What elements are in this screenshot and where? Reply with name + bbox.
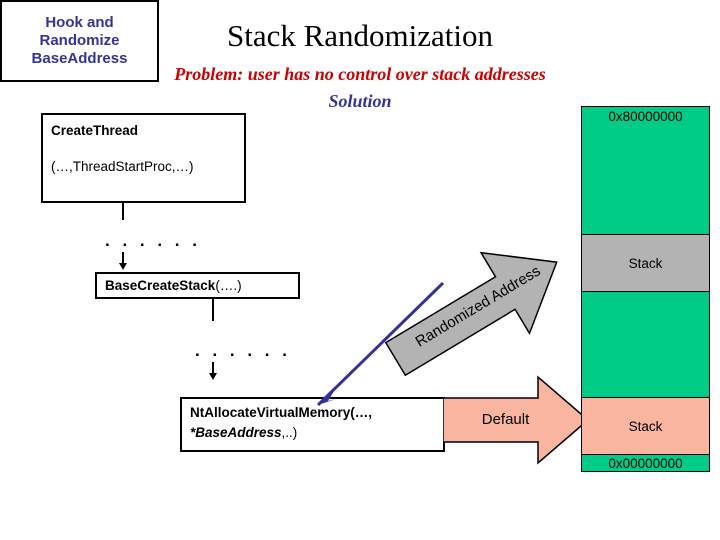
arrow-randomized-address: Randomized Address — [380, 235, 575, 385]
box-hook-randomize-base-address[interactable]: Hook and Randomize BaseAddress — [0, 0, 159, 82]
connector-stem-1 — [122, 203, 124, 220]
hook-line-3: BaseAddress — [31, 50, 128, 68]
memory-segment-stack-randomized: Stack — [582, 234, 709, 292]
hook-line-1: Hook and — [45, 13, 114, 31]
nt-allocate-args-tail: ,..) — [281, 425, 298, 441]
arrow-randomized-shape — [384, 251, 558, 377]
box-base-create-stack[interactable]: BaseCreateStack(….) — [95, 272, 300, 299]
connector-stem-2 — [122, 252, 124, 264]
page-title: Stack Randomization — [226, 18, 494, 53]
ellipsis-1: . . . . . . — [105, 231, 201, 250]
base-create-stack-args: (….) — [215, 278, 242, 293]
arrowhead-down-1 — [119, 263, 127, 270]
arrow-default-label: Default — [481, 411, 530, 428]
memory-segment-free-bottom: 0x00000000 — [582, 455, 709, 471]
create-thread-name: CreateThread — [51, 123, 139, 138]
base-create-stack-name: BaseCreateStack — [105, 278, 216, 293]
box-create-thread[interactable]: CreateThread (…,ThreadStartProc,…) — [41, 113, 246, 203]
memory-segment-free-top: 0x80000000 — [582, 107, 709, 234]
problem-statement: Problem: user has no control over stack … — [174, 64, 546, 84]
arrow-default-shape — [442, 375, 590, 465]
memory-address-space-bar: 0x80000000 Stack Stack 0x00000000 — [581, 106, 710, 472]
ellipsis-2: . . . . . . — [195, 341, 291, 360]
hook-line-2: Randomize — [39, 31, 120, 49]
arrowhead-down-2 — [209, 373, 217, 380]
connector-stem-3 — [212, 299, 214, 321]
nt-allocate-base-address-param: *BaseAddress — [190, 425, 282, 441]
create-thread-args: (…,ThreadStartProc,…) — [51, 159, 194, 175]
box-nt-allocate-virtual-memory[interactable]: NtAllocateVirtualMemory(…, *BaseAddress,… — [180, 397, 445, 452]
memory-segment-free-middle — [582, 292, 709, 397]
memory-segment-stack-default: Stack — [582, 397, 709, 455]
connector-stem-4 — [212, 362, 214, 374]
nt-allocate-name: NtAllocateVirtualMemory(…, — [190, 405, 373, 420]
solution-label: Solution — [328, 91, 392, 111]
arrow-default-address: Default — [442, 375, 593, 465]
